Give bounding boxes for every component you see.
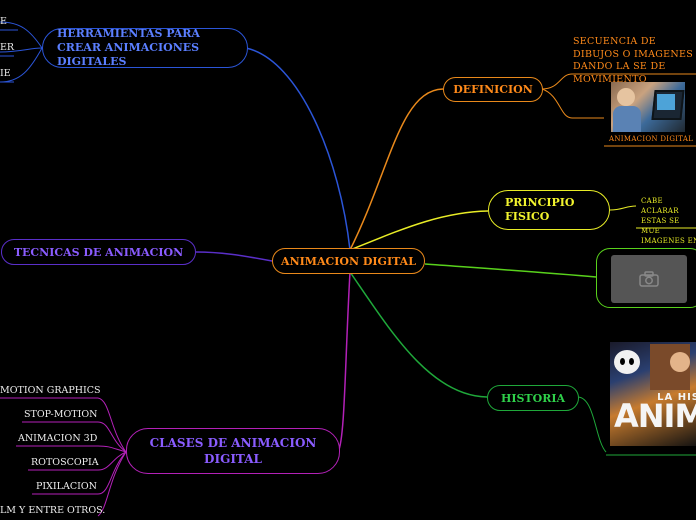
definicion-node[interactable]: DEFINICION: [443, 77, 543, 102]
image-node[interactable]: [596, 248, 696, 308]
herramientas-label: HERRAMIENTAS PARA CREAR ANIMACIONES DIGI…: [57, 27, 200, 68]
tecnicas-node[interactable]: TECNICAS DE ANIMACION: [1, 239, 196, 265]
historia-label: HISTORIA: [500, 391, 566, 405]
connector-tecnicas: [195, 251, 273, 262]
definicion-image: [611, 82, 685, 132]
central-node[interactable]: ANIMACION DIGITAL: [272, 248, 425, 274]
definicion-caption: ANIMACION DIGITAL: [609, 135, 694, 143]
herramientas-leaf-2[interactable]: ER: [0, 42, 15, 53]
image-placeholder: [611, 255, 687, 303]
principio-text: CABE ACLARAR ESTAS SE MUE IMAGENES EN: [641, 197, 696, 245]
herramientas-node[interactable]: HERRAMIENTAS PARA CREAR ANIMACIONES DIGI…: [42, 27, 248, 68]
herramientas-leaf-3[interactable]: IE: [0, 68, 11, 79]
connector-image: [424, 263, 597, 278]
clases-node[interactable]: CLASES DE ANIMACION DIGITAL: [126, 428, 340, 474]
tecnicas-label: TECNICAS DE ANIMACION: [13, 245, 184, 259]
connector-definicion: [349, 88, 444, 251]
herramientas-leaf-1[interactable]: E: [0, 16, 7, 27]
camera-icon: [639, 271, 659, 287]
principio-label: PRINCIPIO FISICO: [505, 196, 575, 223]
connector-herr-leaf-1: [0, 21, 43, 49]
definicion-label: DEFINICION: [453, 83, 533, 96]
historia-node[interactable]: HISTORIA: [487, 385, 579, 411]
central-label: ANIMACION DIGITAL: [281, 254, 416, 268]
principio-node[interactable]: PRINCIPIO FISICO: [488, 190, 610, 230]
clases-leaf-roto[interactable]: ROTOSCOPIA: [31, 457, 99, 468]
clases-label: CLASES DE ANIMACION DIGITAL: [149, 436, 317, 466]
connector-clases: [337, 271, 351, 453]
clases-leaf-otros[interactable]: LM Y ENTRE OTROS.: [0, 505, 106, 516]
connector-herramientas: [245, 47, 351, 251]
definicion-text: SECUENCIA DE DIBUJOS O IMAGENES DANDO LA…: [573, 36, 694, 85]
clases-leaf-motion[interactable]: MOTION GRAPHICS: [0, 385, 101, 396]
clases-leaf-3d[interactable]: ANIMACION 3D: [18, 433, 98, 444]
connector-herr-leaf-2: [0, 47, 43, 53]
clases-leaf-pixi[interactable]: PIXILACION: [36, 481, 97, 492]
connector-historia: [349, 271, 488, 398]
connector-principio: [349, 210, 489, 251]
clases-leaf-stop[interactable]: STOP-MOTION: [24, 409, 98, 420]
